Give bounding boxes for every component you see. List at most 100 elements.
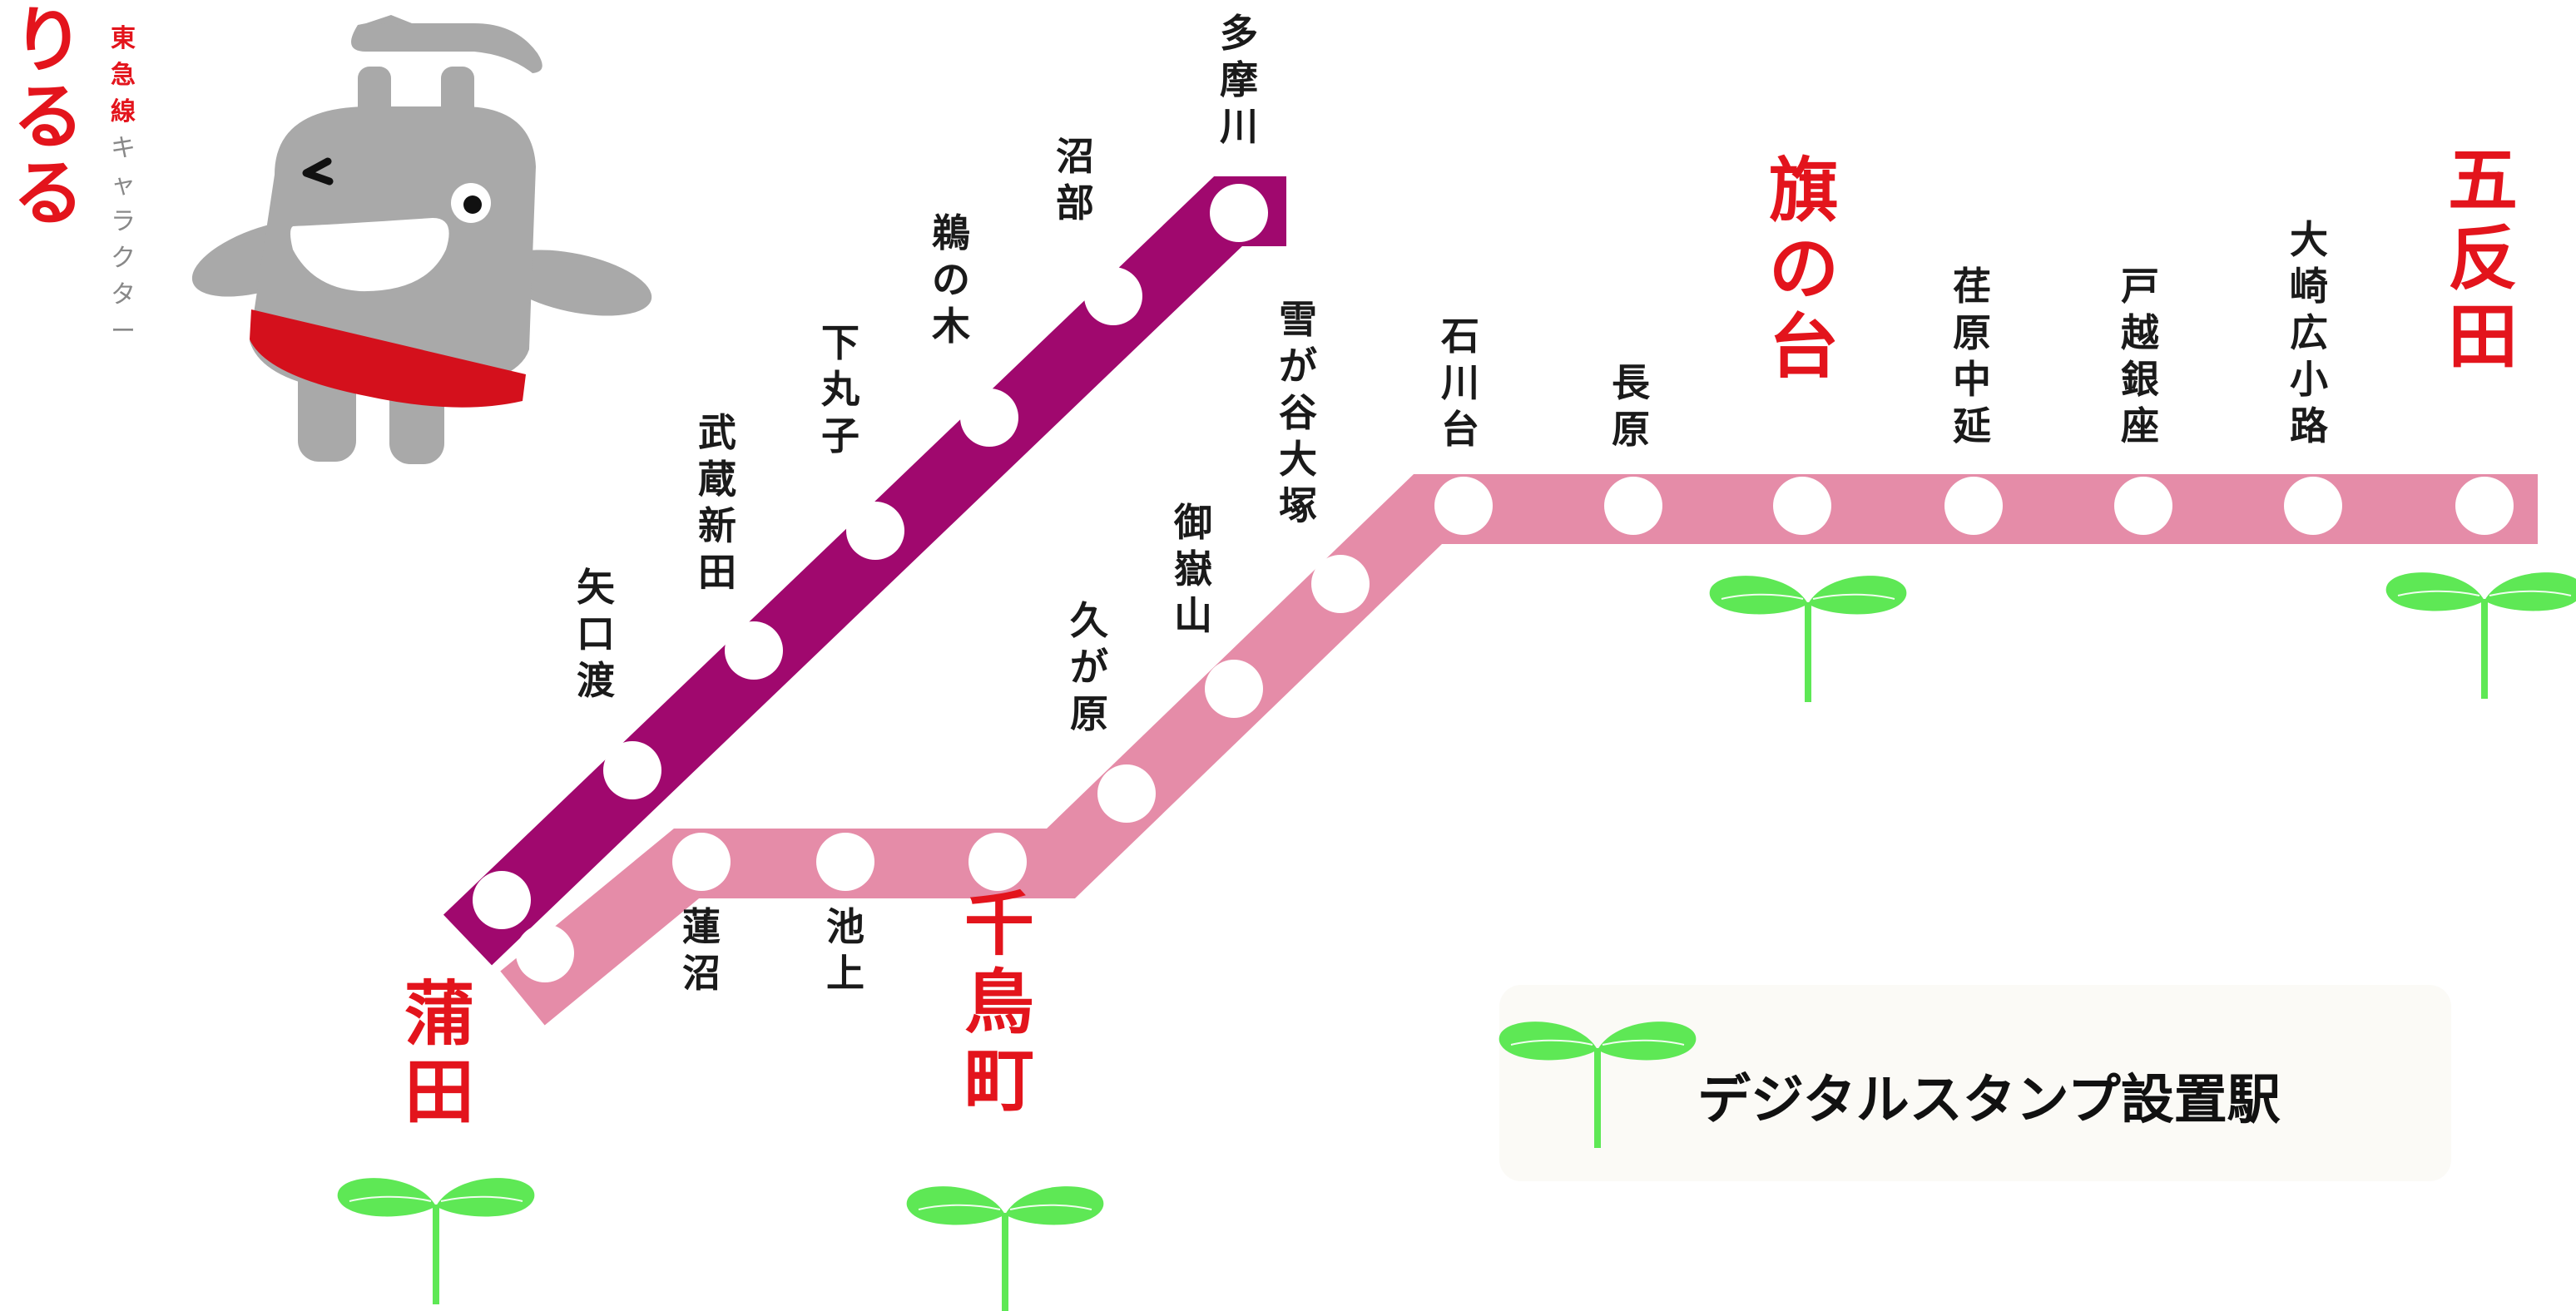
station-label-char: 摩 <box>1220 57 1258 102</box>
station-label-char: 長 <box>1612 360 1651 405</box>
station-label-ikegami: 池上 <box>826 904 864 996</box>
station-label-char: 旗 <box>1769 150 1839 231</box>
station-label-char: 小 <box>2290 357 2328 402</box>
station-dot-togoshiginza[interactable] <box>2114 477 2172 535</box>
station-dot-gotanda[interactable] <box>2455 477 2514 535</box>
station-label-char: 池 <box>826 904 864 949</box>
station-dot-ishikawadai[interactable] <box>1434 477 1493 535</box>
station-label-char: が <box>1279 344 1317 388</box>
station-label-char: 塚 <box>1279 483 1317 528</box>
station-label-char: の <box>932 257 970 302</box>
station-label-char: 町 <box>964 1040 1034 1121</box>
station-label-char: 山 <box>1174 593 1212 638</box>
station-label-char: 嶽 <box>1174 547 1212 591</box>
station-dot-unoki[interactable] <box>960 388 1018 447</box>
station-label-char: が <box>1070 645 1108 690</box>
station-label-char: 銀 <box>2121 357 2159 402</box>
station-dot-chidoricho[interactable] <box>968 833 1027 891</box>
station-label-char: 荏 <box>1953 264 1991 309</box>
station-label-char: 下 <box>821 320 859 365</box>
station-label-tamagawa: 多摩川 <box>1220 11 1258 149</box>
stamp-sprouts <box>336 571 2576 1311</box>
station-dot-kamata-ikegami[interactable] <box>516 924 574 982</box>
station-label-char: 田 <box>2448 296 2518 378</box>
station-label-char: の <box>1769 228 1839 309</box>
station-label-char: 御 <box>1173 500 1212 545</box>
station-dot-hatanodai[interactable] <box>1773 477 1831 535</box>
station-label-char: 田 <box>404 1051 474 1133</box>
station-label-char: 川 <box>1441 360 1479 405</box>
station-label-char: 沼 <box>682 951 721 996</box>
station-label-char: 千 <box>964 883 1034 965</box>
station-dot-kugahara[interactable] <box>1097 764 1156 823</box>
station-label-char: 新 <box>698 503 736 548</box>
logo-subtitle-char: 線 <box>111 97 136 126</box>
station-label-char: 大 <box>2290 217 2328 262</box>
logo-subtitle-char: タ <box>111 280 136 309</box>
station-label-char: 越 <box>2121 310 2160 355</box>
station-label-kugahara: 久が原 <box>1070 598 1108 736</box>
station-dot-numabe[interactable] <box>1084 267 1142 325</box>
station-label-char: 中 <box>1953 357 1991 402</box>
station-label-kamata: 蒲田 <box>404 973 474 1133</box>
station-label-char: 蓮 <box>682 904 721 949</box>
station-label-char: 部 <box>1056 181 1094 225</box>
station-label-char: 子 <box>821 413 859 458</box>
station-label-ishikawadai: 石川台 <box>1441 314 1479 452</box>
station-dot-ontakesan[interactable] <box>1205 660 1263 718</box>
station-label-char: 蔵 <box>698 457 736 502</box>
station-label-shimomaruko: 下丸子 <box>820 320 859 458</box>
station-dot-tamagawa[interactable] <box>1210 184 1268 242</box>
station-label-char: 木 <box>932 304 970 349</box>
logo-title: りるる <box>12 0 84 235</box>
logo-subtitle-char: ャ <box>111 171 136 200</box>
station-label-char: 原 <box>1070 691 1108 736</box>
station-dot-shimomaruko[interactable] <box>846 502 904 560</box>
logo-subtitle-char: 東 <box>111 24 136 53</box>
station-label-char: 延 <box>1953 403 1991 448</box>
station-label-char: 台 <box>1441 407 1479 452</box>
station-dot-musashinitta[interactable] <box>725 621 783 680</box>
station-dot-hasunuma[interactable] <box>672 833 731 891</box>
station-label-char: 原 <box>1953 310 1991 355</box>
station-label-char: 口 <box>577 611 615 656</box>
station-label-ontakesan: 御嶽山 <box>1173 500 1212 638</box>
station-label-char: 武 <box>698 410 736 455</box>
station-label-hatanodai: 旗の台 <box>1769 150 1839 388</box>
station-dot-osakihirokoji[interactable] <box>2284 477 2342 535</box>
station-dot-yaguchinowatashi[interactable] <box>603 741 661 799</box>
station-label-char: 広 <box>2290 310 2328 355</box>
logo-subtitle-char: ク <box>111 244 136 273</box>
station-dot-nagahara[interactable] <box>1604 477 1662 535</box>
station-label-char: 矢 <box>577 565 615 610</box>
station-label-char: 谷 <box>1279 390 1317 435</box>
station-dot-kamata-tamagawa[interactable] <box>473 871 531 929</box>
station-dot-ikegami[interactable] <box>816 833 874 891</box>
station-label-unoki: 鵜の木 <box>932 210 970 349</box>
mascot-character-icon <box>191 15 652 464</box>
station-label-char: 座 <box>2121 403 2159 448</box>
station-dot-yukigayaotsuka[interactable] <box>1311 555 1370 613</box>
station-label-gotanda: 五反田 <box>2448 140 2518 378</box>
sprout-icon-hatanodai <box>1708 575 1908 703</box>
station-label-nagahara: 長原 <box>1612 360 1651 452</box>
station-label-char: 路 <box>2290 403 2329 448</box>
station-label-char: 上 <box>826 951 864 996</box>
station-label-char: 原 <box>1612 407 1650 452</box>
station-label-char: 鵜 <box>932 210 970 255</box>
station-label-char: 大 <box>1279 437 1317 482</box>
sprout-icon-kamata <box>336 1177 536 1305</box>
logo-subtitle-char: 急 <box>111 61 136 90</box>
station-label-char: 崎 <box>2290 264 2328 309</box>
station-label-char: 台 <box>1769 306 1839 388</box>
station-label-char: 多 <box>1220 11 1258 56</box>
station-dot-ebaranakanobu[interactable] <box>1944 477 2003 535</box>
